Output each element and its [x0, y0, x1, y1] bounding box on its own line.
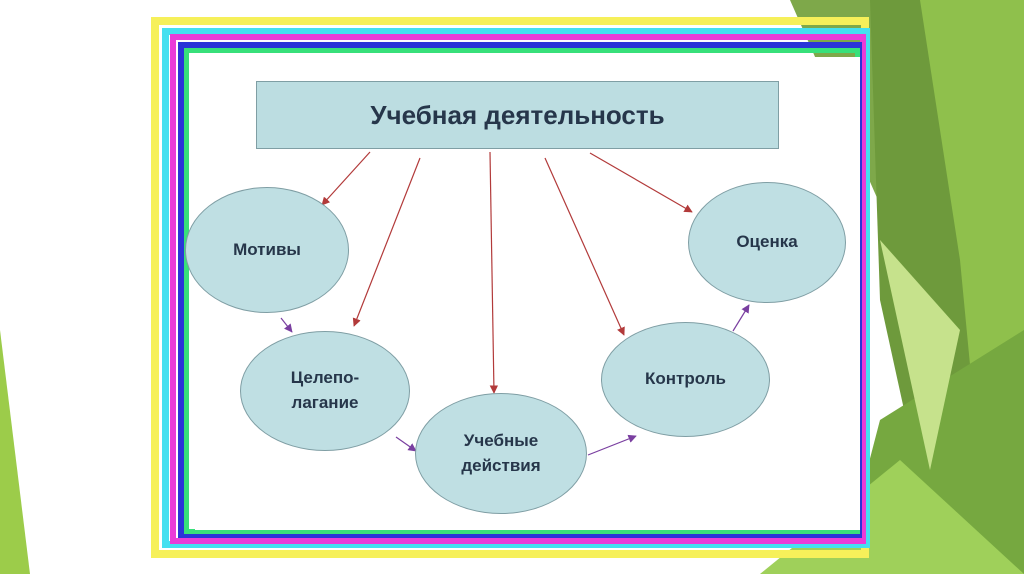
arrow-goal-setting-to-learning-actions — [396, 437, 416, 451]
node-motives: Мотивы — [185, 187, 349, 313]
node-learning-actions: Учебные действия — [415, 393, 587, 514]
arrow-title-to-motives — [322, 152, 370, 205]
node-assessment: Оценка — [688, 182, 846, 303]
arrow-control-to-assessment — [733, 305, 749, 331]
diagram-title: Учебная деятельность — [256, 81, 779, 149]
arrow-title-to-learning-actions — [490, 152, 494, 393]
node-control: Контроль — [601, 322, 770, 437]
arrow-title-to-control — [545, 158, 624, 335]
arrow-learning-actions-to-control — [588, 436, 636, 455]
arrow-motives-to-goal-setting — [281, 318, 292, 332]
arrow-title-to-assessment — [590, 153, 692, 212]
arrow-title-to-goal-setting — [354, 158, 420, 326]
node-goal-setting: Целепо- лагание — [240, 331, 410, 451]
